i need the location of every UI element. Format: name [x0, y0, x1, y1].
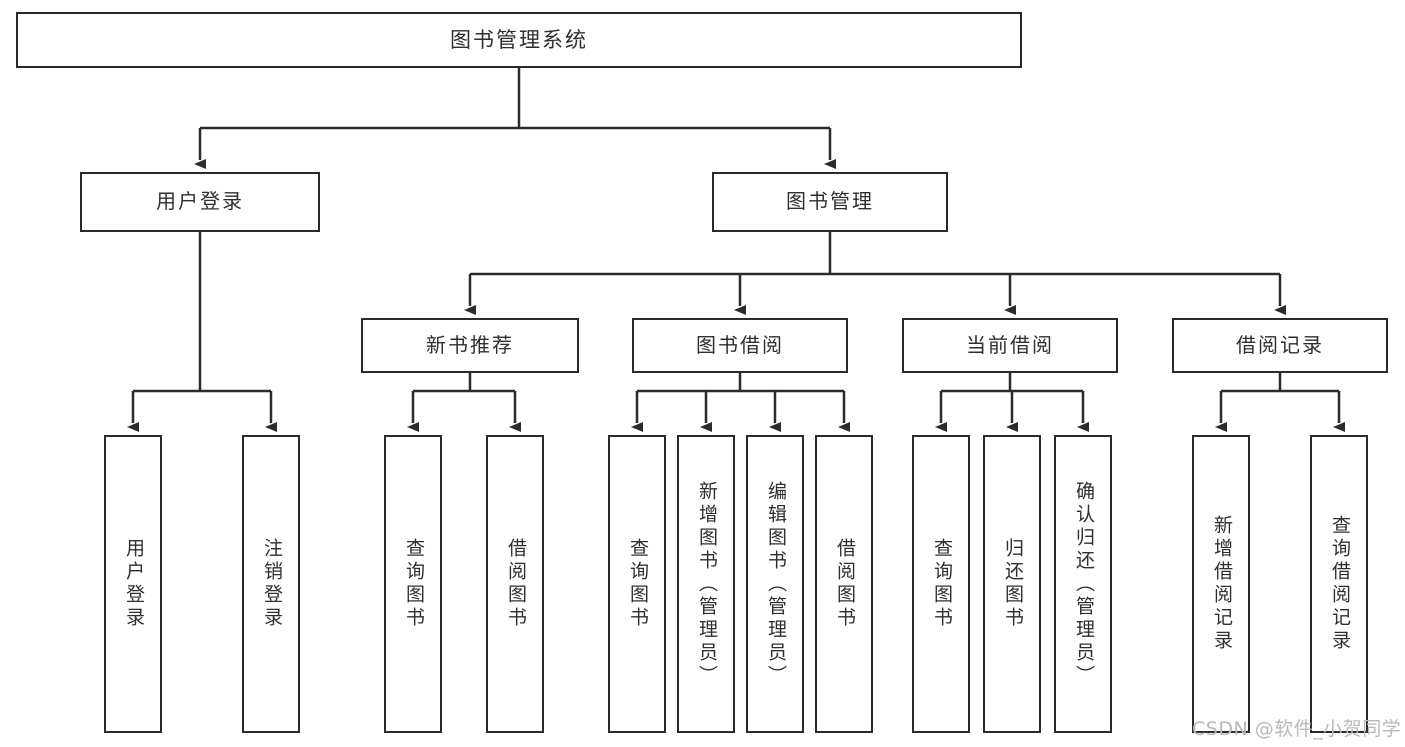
node-label: 用户登录 [156, 189, 244, 214]
node-leaf-add-book[interactable]: 新增图书（管理员） [677, 435, 735, 733]
node-leaf-query-book-2[interactable]: 查询图书 [608, 435, 666, 733]
csdn-watermark: CSDN @软件_小贺同学 [1192, 718, 1402, 740]
node-leaf-confirm-return[interactable]: 确认归还（管理员） [1054, 435, 1112, 733]
node-leaf-add-record[interactable]: 新增借阅记录 [1192, 435, 1250, 733]
node-label: 查询图书 [930, 538, 953, 630]
node-leaf-borrow-book-2[interactable]: 借阅图书 [815, 435, 873, 733]
node-label: 注销登录 [260, 538, 283, 630]
node-label: 新增图书（管理员） [695, 480, 718, 688]
node-label: 图书管理 [786, 189, 874, 214]
node-label: 新增借阅记录 [1210, 515, 1233, 653]
node-label: 归还图书 [1001, 538, 1024, 630]
node-book-borrow[interactable]: 图书借阅 [632, 318, 848, 373]
node-label: 借阅记录 [1236, 332, 1324, 357]
node-label: 新书推荐 [426, 332, 514, 357]
node-leaf-query-book-1[interactable]: 查询图书 [384, 435, 442, 733]
node-current-borrow[interactable]: 当前借阅 [902, 318, 1118, 373]
node-label: 查询借阅记录 [1328, 515, 1351, 653]
node-leaf-user-logout[interactable]: 注销登录 [242, 435, 300, 733]
node-label: 用户登录 [122, 538, 145, 630]
node-label: 当前借阅 [966, 332, 1054, 357]
node-label: 图书借阅 [696, 332, 784, 357]
node-leaf-edit-book[interactable]: 编辑图书（管理员） [746, 435, 804, 733]
node-new-book-rec[interactable]: 新书推荐 [361, 318, 579, 373]
node-label: 确认归还（管理员） [1072, 480, 1095, 688]
node-book-manage[interactable]: 图书管理 [712, 172, 948, 232]
node-leaf-return-book[interactable]: 归还图书 [983, 435, 1041, 733]
node-label: 查询图书 [626, 538, 649, 630]
node-label: 编辑图书（管理员） [764, 480, 787, 688]
node-leaf-query-record[interactable]: 查询借阅记录 [1310, 435, 1368, 733]
node-label: 借阅图书 [833, 538, 856, 630]
node-label: 借阅图书 [504, 538, 527, 630]
node-label: 查询图书 [402, 538, 425, 630]
node-root[interactable]: 图书管理系统 [16, 12, 1022, 68]
node-leaf-query-book-3[interactable]: 查询图书 [912, 435, 970, 733]
node-leaf-borrow-book-1[interactable]: 借阅图书 [486, 435, 544, 733]
node-user-login[interactable]: 用户登录 [80, 172, 320, 232]
node-label: 图书管理系统 [450, 27, 588, 52]
node-leaf-user-login[interactable]: 用户登录 [104, 435, 162, 733]
node-borrow-record[interactable]: 借阅记录 [1172, 318, 1388, 373]
